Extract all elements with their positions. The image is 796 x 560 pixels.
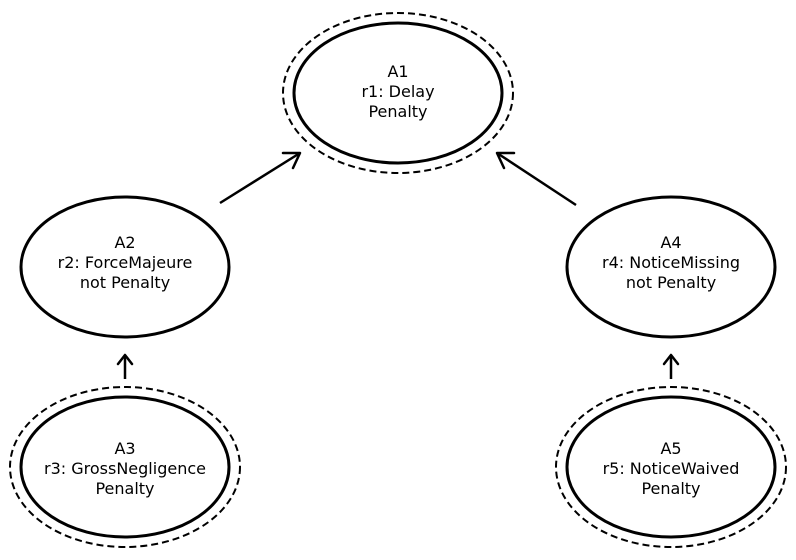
attack-edge-a3-a2 (116, 353, 134, 379)
argument-rule: r3: GrossNegligence (44, 459, 206, 478)
argument-conclusion: not Penalty (80, 273, 170, 292)
argument-conclusion: not Penalty (626, 273, 716, 292)
argument-id: A5 (660, 439, 681, 458)
argument-rule: r2: ForceMajeure (58, 253, 193, 272)
argument-id: A4 (660, 233, 681, 252)
argument-conclusion: Penalty (95, 479, 154, 498)
argument-rule: r4: NoticeMissing (602, 253, 740, 272)
argument-conclusion: Penalty (368, 102, 427, 121)
attack-edge-a2-a1 (219, 151, 302, 205)
accepted-marker-ring (555, 386, 787, 548)
argument-id: A1 (387, 62, 408, 81)
argument-node-a2: A2 r2: ForceMajeure not Penalty (19, 195, 231, 339)
argument-node-a1: A1 r1: Delay Penalty (282, 12, 514, 174)
argument-id: A3 (114, 439, 135, 458)
argument-rule: r1: Delay (361, 82, 434, 101)
argument-node-a4: A4 r4: NoticeMissing not Penalty (565, 195, 777, 339)
argument-rule: r5: NoticeWaived (603, 459, 740, 478)
argument-conclusion: Penalty (641, 479, 700, 498)
attack-edge-a4-a1 (495, 151, 577, 207)
accepted-marker-ring (282, 12, 514, 174)
argument-node-a5: A5 r5: NoticeWaived Penalty (555, 386, 787, 548)
argument-node-a3: A3 r3: GrossNegligence Penalty (9, 386, 241, 548)
attack-edge-a5-a4 (662, 353, 680, 379)
argument-id: A2 (114, 233, 135, 252)
accepted-marker-ring (9, 386, 241, 548)
